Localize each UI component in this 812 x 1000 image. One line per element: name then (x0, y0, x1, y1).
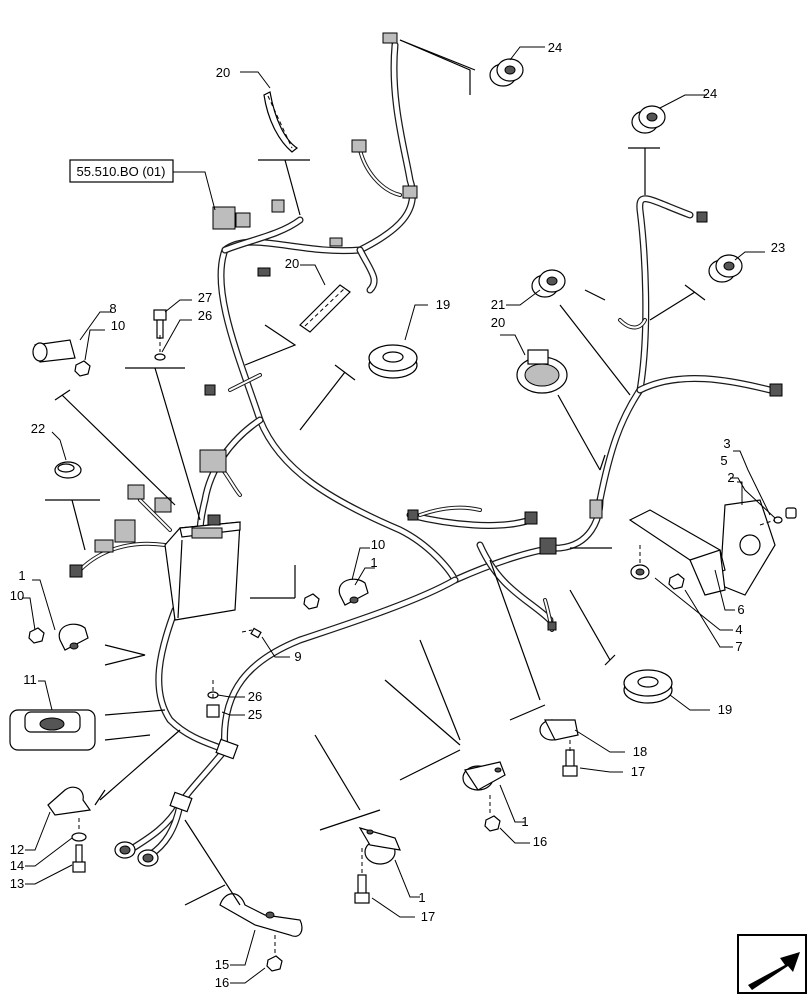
callout-13: 13 (10, 876, 24, 891)
callout-5: 5 (720, 453, 727, 468)
callout-10-top: 10 (111, 318, 125, 333)
nut-10-mid (303, 593, 320, 610)
callout-16-bottom: 16 (215, 975, 229, 990)
callout-17-lower: 17 (421, 909, 435, 924)
callout-4: 4 (735, 622, 742, 637)
reference-box[interactable]: 55.510.BO (01) (69, 159, 174, 183)
nut-16-bottom (266, 955, 283, 972)
callout-1-lower: 1 (418, 890, 425, 905)
callout-10-mid: 10 (371, 537, 385, 552)
previous-page-icon[interactable] (737, 934, 807, 994)
grommet-24-right (631, 105, 666, 134)
callout-25: 25 (248, 707, 262, 722)
callout-2: 2 (727, 470, 734, 485)
grommet-24-top (489, 58, 524, 87)
clamp-18 (539, 719, 579, 741)
bracket-6 (628, 509, 726, 596)
nut-10-left (28, 627, 45, 644)
grommet-19-top (368, 344, 418, 379)
cable-carrier-20-mid (299, 284, 351, 333)
clamp-1-bottom (462, 761, 506, 791)
bolt-27 (153, 309, 167, 339)
grommet-19-bottom (623, 669, 673, 704)
callout-26-top: 26 (198, 308, 212, 323)
installation-guide-lines (45, 39, 706, 906)
spacer-25 (206, 704, 220, 718)
washer-26-top (154, 353, 166, 361)
screw-9 (250, 627, 262, 639)
callout-23: 23 (771, 240, 785, 255)
callout-18: 18 (633, 744, 647, 759)
callout-24-right: 24 (703, 86, 717, 101)
washer-14 (71, 832, 87, 842)
nut-7 (668, 573, 685, 590)
bracket-15 (219, 893, 303, 937)
nut-10-top (74, 360, 91, 377)
callout-1-left: 1 (18, 568, 25, 583)
callout-19-bottom: 19 (718, 702, 732, 717)
washer-5 (773, 516, 783, 524)
callout-14: 14 (10, 858, 24, 873)
callout-labels: 24 24 20 20 20 23 21 19 19 8 10 10 10 27… (10, 40, 785, 990)
cable-tie-22 (54, 461, 82, 479)
round-connectors (114, 738, 239, 867)
callout-20-mid: 20 (285, 256, 299, 271)
callout-21: 21 (491, 297, 505, 312)
callout-12: 12 (10, 842, 24, 857)
reference-label: 55.510.BO (01) (77, 164, 166, 179)
mounting-plate-2 (719, 499, 776, 596)
main-harness (126, 41, 774, 859)
callout-17-right: 17 (631, 764, 645, 779)
cable-carrier-20-right (516, 349, 568, 394)
callout-20-right: 20 (491, 315, 505, 330)
pad-11 (9, 709, 96, 751)
bolt-13 (72, 844, 86, 873)
callout-16-mid: 16 (533, 834, 547, 849)
callout-6: 6 (737, 602, 744, 617)
nut-16-mid (484, 815, 501, 832)
grommet-4 (630, 564, 650, 580)
clamp-1-mid (338, 578, 369, 606)
callout-7: 7 (735, 639, 742, 654)
assembly-lines (78, 335, 776, 955)
leader-lines (22, 46, 776, 984)
bolt-17-lower (354, 874, 370, 904)
grommet-23 (708, 254, 743, 283)
clamp-8 (32, 339, 76, 363)
callout-24-top: 24 (548, 40, 562, 55)
callout-27: 27 (198, 290, 212, 305)
bracket-12 (47, 786, 92, 816)
callout-15: 15 (215, 957, 229, 972)
cable-carrier-20-top (263, 91, 299, 153)
callout-19-top: 19 (436, 297, 450, 312)
callout-1-bottom: 1 (521, 814, 528, 829)
callout-3: 3 (723, 436, 730, 451)
callout-10-left: 10 (10, 588, 24, 603)
callout-1-mid: 1 (370, 555, 377, 570)
branch-wires (78, 148, 647, 632)
harness-connectors (69, 32, 783, 631)
callout-26-bottom: 26 (248, 689, 262, 704)
clamp-1-lower (358, 827, 401, 865)
bolt-3 (785, 507, 797, 519)
callout-9: 9 (294, 649, 301, 664)
clamp-1-left (58, 623, 89, 651)
callout-22: 22 (31, 421, 45, 436)
bolt-17-right (562, 749, 578, 777)
callout-11: 11 (23, 672, 37, 687)
callout-20-top: 20 (216, 65, 230, 80)
grommet-21 (531, 269, 566, 298)
callout-8: 8 (109, 301, 116, 316)
control-module (164, 514, 241, 621)
